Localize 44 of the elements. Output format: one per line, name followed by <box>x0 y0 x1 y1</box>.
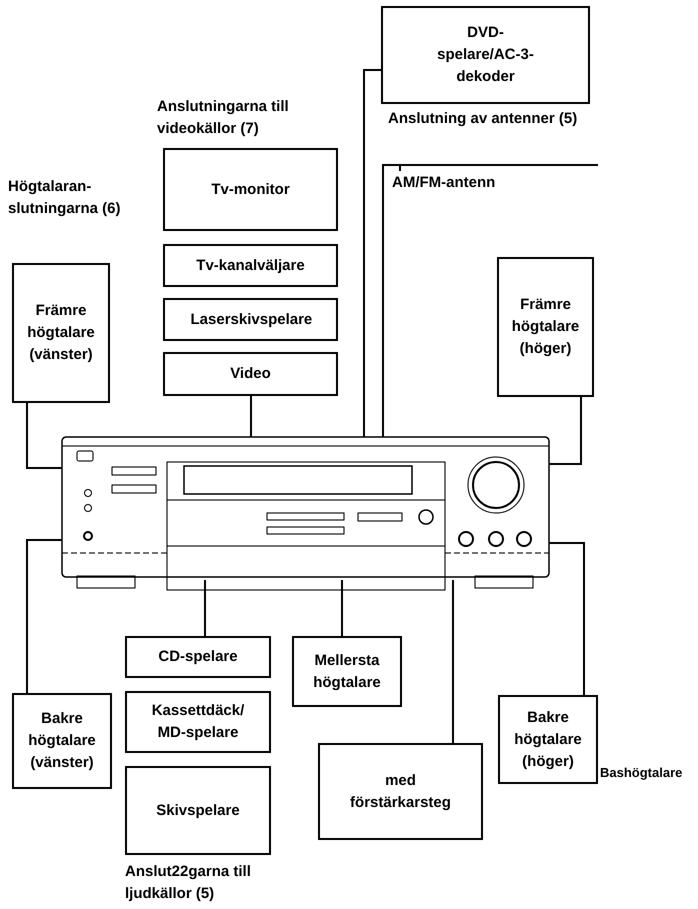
connection-line <box>452 580 454 743</box>
device-label: Skivspelare <box>156 800 240 820</box>
device-label: Mellersta högtalare <box>312 650 382 692</box>
connection-line <box>382 164 401 437</box>
device-box <box>163 352 338 396</box>
node-label: AM/FM-antenn <box>392 173 496 193</box>
connection-line <box>204 580 206 636</box>
section-caption: Anslutning av antenner (5) <box>388 109 578 129</box>
device-box <box>163 298 338 341</box>
device-box <box>125 766 271 855</box>
device-box <box>163 244 338 287</box>
connection-line <box>549 397 582 465</box>
connection-line <box>341 580 343 636</box>
device-box <box>12 263 110 403</box>
connection-line <box>26 539 62 693</box>
device-label: Laserskivspelare <box>190 310 310 330</box>
connection-line <box>250 396 252 437</box>
device-box <box>12 693 112 789</box>
device-label: Video <box>230 364 271 384</box>
device-box <box>163 148 338 231</box>
device-box <box>292 636 402 707</box>
section-caption: Anslut22garna till ljudkällor (5) <box>125 862 252 904</box>
device-label: Tv-monitor <box>211 180 290 200</box>
device-label: med förstärkarsteg <box>349 770 452 812</box>
device-label: Främre högtalare (höger) <box>510 295 580 359</box>
device-box <box>318 743 483 840</box>
device-label: Tv-kanalväljare <box>196 256 305 276</box>
device-label: CD-spelare <box>158 647 238 667</box>
device-box <box>381 6 590 104</box>
device-box <box>497 257 594 397</box>
section-caption: Bashögtalare <box>600 764 682 782</box>
device-box <box>125 691 271 753</box>
device-label: Bakre högtalare (höger) <box>513 708 583 772</box>
device-box <box>498 695 598 784</box>
device-label: Bakre högtalare (vänster) <box>27 709 97 773</box>
device-label: Främre högtalare (vänster) <box>26 301 96 365</box>
device-box <box>125 636 271 678</box>
connection-line <box>363 69 381 437</box>
device-label: Kassettdäck/ MD-spelare <box>150 701 246 743</box>
connection-line <box>549 542 585 695</box>
section-caption: Anslutningarna till videokällor (7) <box>157 97 290 139</box>
connection-line <box>26 403 62 469</box>
device-label: DVD-spelare/AC-3-dekoder <box>436 23 535 87</box>
section-caption: Högtalaran- slutningarna (6) <box>8 177 122 219</box>
